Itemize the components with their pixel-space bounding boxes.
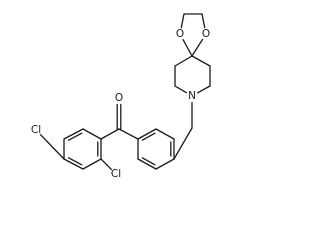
bond-p5-n: [197, 85, 211, 94]
bond-b2-b3: [155, 128, 175, 140]
atom-label-o-o1: O: [176, 28, 184, 40]
bond-b5-b6: [137, 158, 157, 170]
bond-e2-o2: [201, 13, 206, 29]
bond-p2-spiro: [174, 55, 193, 67]
bond-b4-b5: [155, 158, 175, 170]
bond-a6-a1: [82, 128, 102, 140]
bond-b4-ch2: [173, 127, 193, 160]
atom-label-o-oc: O: [115, 92, 123, 104]
atom-label-n-n: N: [188, 90, 196, 102]
atom-label-cl-cl1: Cl: [31, 124, 41, 136]
bond-a4-a5: [82, 158, 102, 170]
bond-a3-a4-inner: [67, 157, 83, 166]
bond-b1-b2: [137, 128, 157, 140]
bond-cc-b1: [118, 128, 139, 140]
bond-a3-a4: [63, 158, 84, 170]
atom-label-o-o2: O: [202, 28, 210, 40]
bond-o1-e1: [180, 13, 185, 29]
bond-spiro-p4: [191, 55, 211, 67]
bond-b1-b2-inner: [141, 132, 156, 141]
atom-label-cl-cl2: Cl: [111, 168, 121, 180]
bond-a3-cl1: [39, 134, 65, 160]
bond-spiro-o1: [182, 39, 193, 57]
bond-b5-b6-inner: [141, 157, 156, 166]
bond-a5-cl2: [100, 158, 113, 171]
bond-a6-cc: [100, 128, 120, 140]
bonds-layer: [39, 13, 211, 171]
bond-a1-a2: [63, 128, 84, 140]
bond-n-p1: [174, 85, 188, 94]
bond-a1-a2-inner: [67, 132, 83, 141]
bond-spiro-o2: [191, 38, 204, 57]
